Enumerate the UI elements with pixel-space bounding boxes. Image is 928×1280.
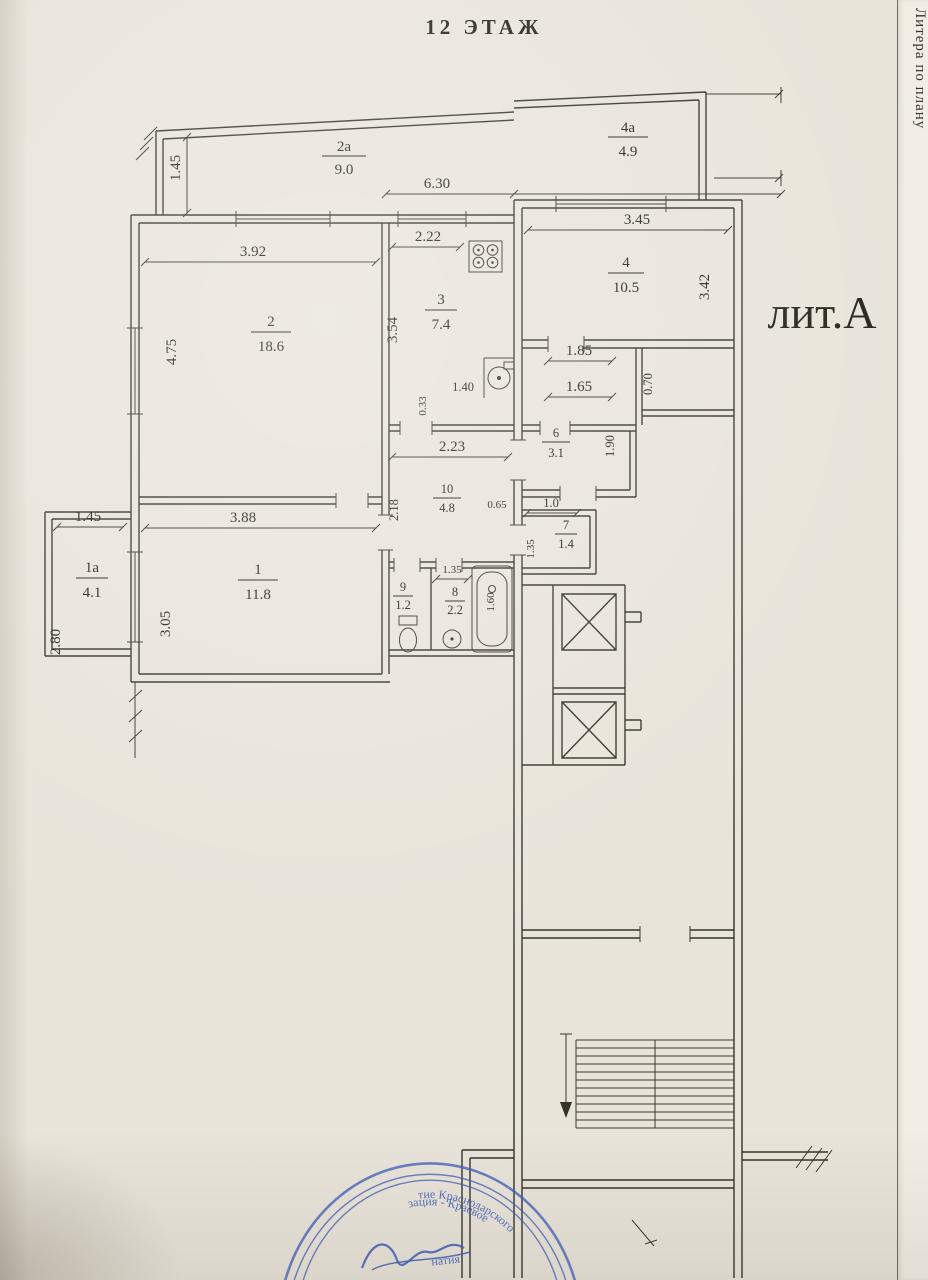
room-label-4a: 4а 4.9 xyxy=(608,120,648,160)
room-2a-number: 2а xyxy=(337,139,352,155)
litera-label: лит.А xyxy=(768,287,877,338)
dim-room1-depth: 3.05 xyxy=(158,611,174,637)
room-label-1a: 1а 4.1 xyxy=(76,560,108,601)
room-1-number: 1 xyxy=(254,562,262,578)
dimension-labels: 1.45 6.30 3.92 4.75 2.22 3.54 1.40 0.33 … xyxy=(48,155,713,655)
room-label-3: 3 7.4 xyxy=(425,292,457,333)
room-7-number: 7 xyxy=(563,518,569,532)
dim-room4-depth: 3.42 xyxy=(697,274,713,300)
dim-closet-depth: 1.35 xyxy=(525,539,537,559)
floor-title: 12 ЭТАЖ xyxy=(425,15,542,39)
dim-kitchen-sink: 1.40 xyxy=(452,380,474,394)
room-label-9: 9 1.2 xyxy=(393,580,413,612)
room-label-7: 7 1.4 xyxy=(555,518,577,551)
room-6-number: 6 xyxy=(553,426,559,440)
room-10-number: 10 xyxy=(441,482,454,496)
dim-hall-width: 2.23 xyxy=(439,439,465,455)
room-2-area: 18.6 xyxy=(258,339,285,355)
room-6-area: 3.1 xyxy=(548,446,564,460)
room-label-10: 10 4.8 xyxy=(433,482,461,515)
room-4-number: 4 xyxy=(622,255,630,271)
stamp-line-text: натия xyxy=(431,1252,461,1269)
room-9-number: 9 xyxy=(400,580,406,594)
room-label-1: 1 11.8 xyxy=(238,562,278,603)
dim-loggia-length: 6.30 xyxy=(424,176,450,192)
staircase xyxy=(575,1039,734,1129)
dim-balc1a-depth: 2.80 xyxy=(48,629,64,655)
room-label-2: 2 18.6 xyxy=(251,314,291,355)
toilet-icon xyxy=(398,615,418,653)
room-7-area: 1.4 xyxy=(558,537,574,551)
dim-hall-jamb: 0.65 xyxy=(487,499,507,511)
dim-kitchen-width: 2.22 xyxy=(415,229,441,245)
room-3-area: 7.4 xyxy=(432,317,451,333)
dim-bath-depth: 1.60 xyxy=(485,592,497,612)
bathtub-icon xyxy=(471,565,513,653)
dim-kitchen-depth: 3.54 xyxy=(385,316,401,343)
signature-icon xyxy=(360,1243,465,1269)
margin-caption: Литера по плану xyxy=(912,8,928,129)
dim-room4-width: 3.45 xyxy=(624,212,650,228)
room-10-area: 4.8 xyxy=(439,501,455,515)
stove-icon xyxy=(468,240,503,273)
room-label-2a: 2а 9.0 xyxy=(322,139,366,178)
room-4a-area: 4.9 xyxy=(619,144,638,160)
stairs-down-arrow-icon xyxy=(560,1033,572,1118)
dim-hall-depth: 2.18 xyxy=(387,499,401,521)
building-core-walls xyxy=(461,584,828,1278)
dim-closet-width: 1.0 xyxy=(543,496,559,510)
page-right-margin xyxy=(897,0,928,1280)
dim-loggia2a-width: 1.45 xyxy=(168,155,184,181)
kitchen-sink-icon xyxy=(483,357,515,398)
hatch-marks xyxy=(128,87,833,1247)
room-2a-area: 9.0 xyxy=(335,162,354,178)
room-label-8: 8 2.2 xyxy=(445,585,465,617)
room-1-area: 11.8 xyxy=(245,587,271,603)
window-symbols xyxy=(127,196,667,643)
room-8-number: 8 xyxy=(452,585,458,599)
elevator-shaft-1-icon xyxy=(561,593,617,651)
bti-stamp: тие Краснодарского зация - Краевое натия xyxy=(283,1162,577,1280)
room-label-6: 6 3.1 xyxy=(542,426,570,460)
room-4a-number: 4а xyxy=(621,120,636,136)
room-label-4: 4 10.5 xyxy=(608,255,644,296)
room-3-number: 3 xyxy=(437,292,445,308)
room-2-number: 2 xyxy=(267,314,275,330)
room-1a-number: 1а xyxy=(85,560,100,576)
door-jambs xyxy=(335,336,691,942)
room-8-area: 2.2 xyxy=(447,603,463,617)
inner-walls xyxy=(139,223,734,674)
dim-room2-depth: 4.75 xyxy=(164,339,180,365)
room-4-area: 10.5 xyxy=(613,280,639,296)
dim-vest-width: 1.85 xyxy=(566,343,592,359)
dim-room2-width: 3.92 xyxy=(240,244,266,260)
washbasin-icon xyxy=(442,629,462,649)
balcony-walls xyxy=(44,91,707,657)
dim-vest-depth: 1.65 xyxy=(566,379,592,395)
dim-balc1a-width: 1.45 xyxy=(75,509,101,525)
dim-room1-width: 3.88 xyxy=(230,510,256,526)
dimension-lines xyxy=(52,89,786,584)
dim-bath-width: 1.35 xyxy=(442,564,462,576)
dim-corr6-depth: 1.90 xyxy=(603,435,617,457)
dim-niche-depth: 0.70 xyxy=(641,373,655,395)
room-9-area: 1.2 xyxy=(395,598,411,612)
dim-kitchen-jamb: 0.33 xyxy=(417,396,429,416)
room-1a-area: 4.1 xyxy=(83,585,102,601)
outer-walls xyxy=(130,199,743,1278)
elevator-shaft-2-icon xyxy=(561,701,617,759)
